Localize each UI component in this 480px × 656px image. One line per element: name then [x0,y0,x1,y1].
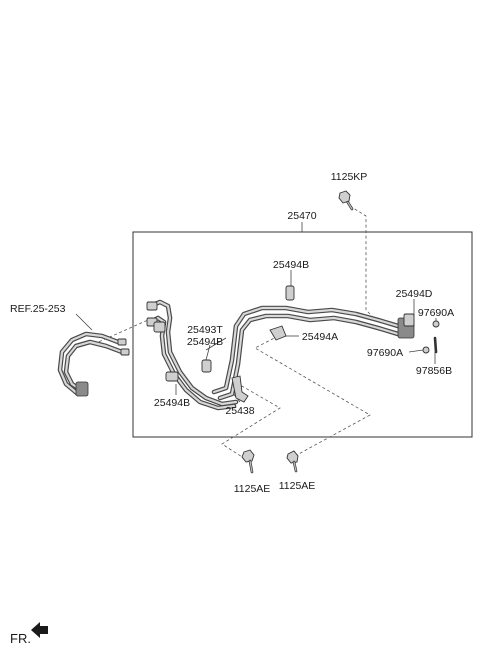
leader-25494b-mid [205,344,211,361]
label-front: FR. [10,631,31,646]
label-25470: 25470 [287,210,316,222]
hose-fitting [153,321,166,333]
leader-lines [75,222,437,403]
washer-97690a-right [432,320,440,328]
labels: 1125KP 25470 25494B REF.25-253 25494D 97… [10,171,454,646]
label-1125ae-left: 1125AE [234,483,271,495]
label-97856b: 97856B [416,365,452,377]
label-1125ae-right: 1125AE [279,480,316,492]
bolt-1125ae-right [286,450,299,473]
dash-ref [93,319,149,345]
dash-1125ae-right [254,334,371,457]
label-97690a-right: 97690A [418,307,454,319]
dash-1125ae-left [221,384,281,463]
small-parts [146,285,440,403]
label-25494b-lower: 25494B [154,397,190,409]
label-25494a: 25494A [302,331,338,343]
clamp-25494b-lower [165,371,179,382]
dash-1125kp [349,205,373,317]
ref-connector [75,381,89,397]
clamp-25494a [269,325,287,341]
label-97690a-left: 97690A [367,347,403,359]
leader-97690a-left [408,349,424,353]
label-1125kp: 1125KP [331,171,368,183]
clamp-25494d [403,313,415,327]
label-25494b-upper: 25494B [273,259,309,271]
pin-97856b [433,336,438,354]
ref-pipe-assembly [57,331,130,397]
label-25438: 25438 [225,405,254,417]
leader-ref [75,313,93,331]
label-ref-25-253: REF.25-253 [10,303,66,315]
label-25493t: 25493T [187,324,223,336]
bolts [241,190,354,474]
clamp-25494b-upper [285,285,295,301]
dashed-lines [93,205,373,463]
bolt-1125kp [338,190,354,211]
bolt-1125ae-left [241,449,255,474]
assembly-frame [132,231,473,438]
washer-97690a-left [422,346,430,354]
label-25494d: 25494D [396,288,433,300]
pipe-end-upper [146,301,158,311]
label-25494b-mid: 25494B [187,336,223,348]
bracket-25438 [231,375,249,403]
clamp-25494b-mid [201,359,212,373]
front-arrow-icon [31,622,48,638]
main-pipes [147,299,401,411]
